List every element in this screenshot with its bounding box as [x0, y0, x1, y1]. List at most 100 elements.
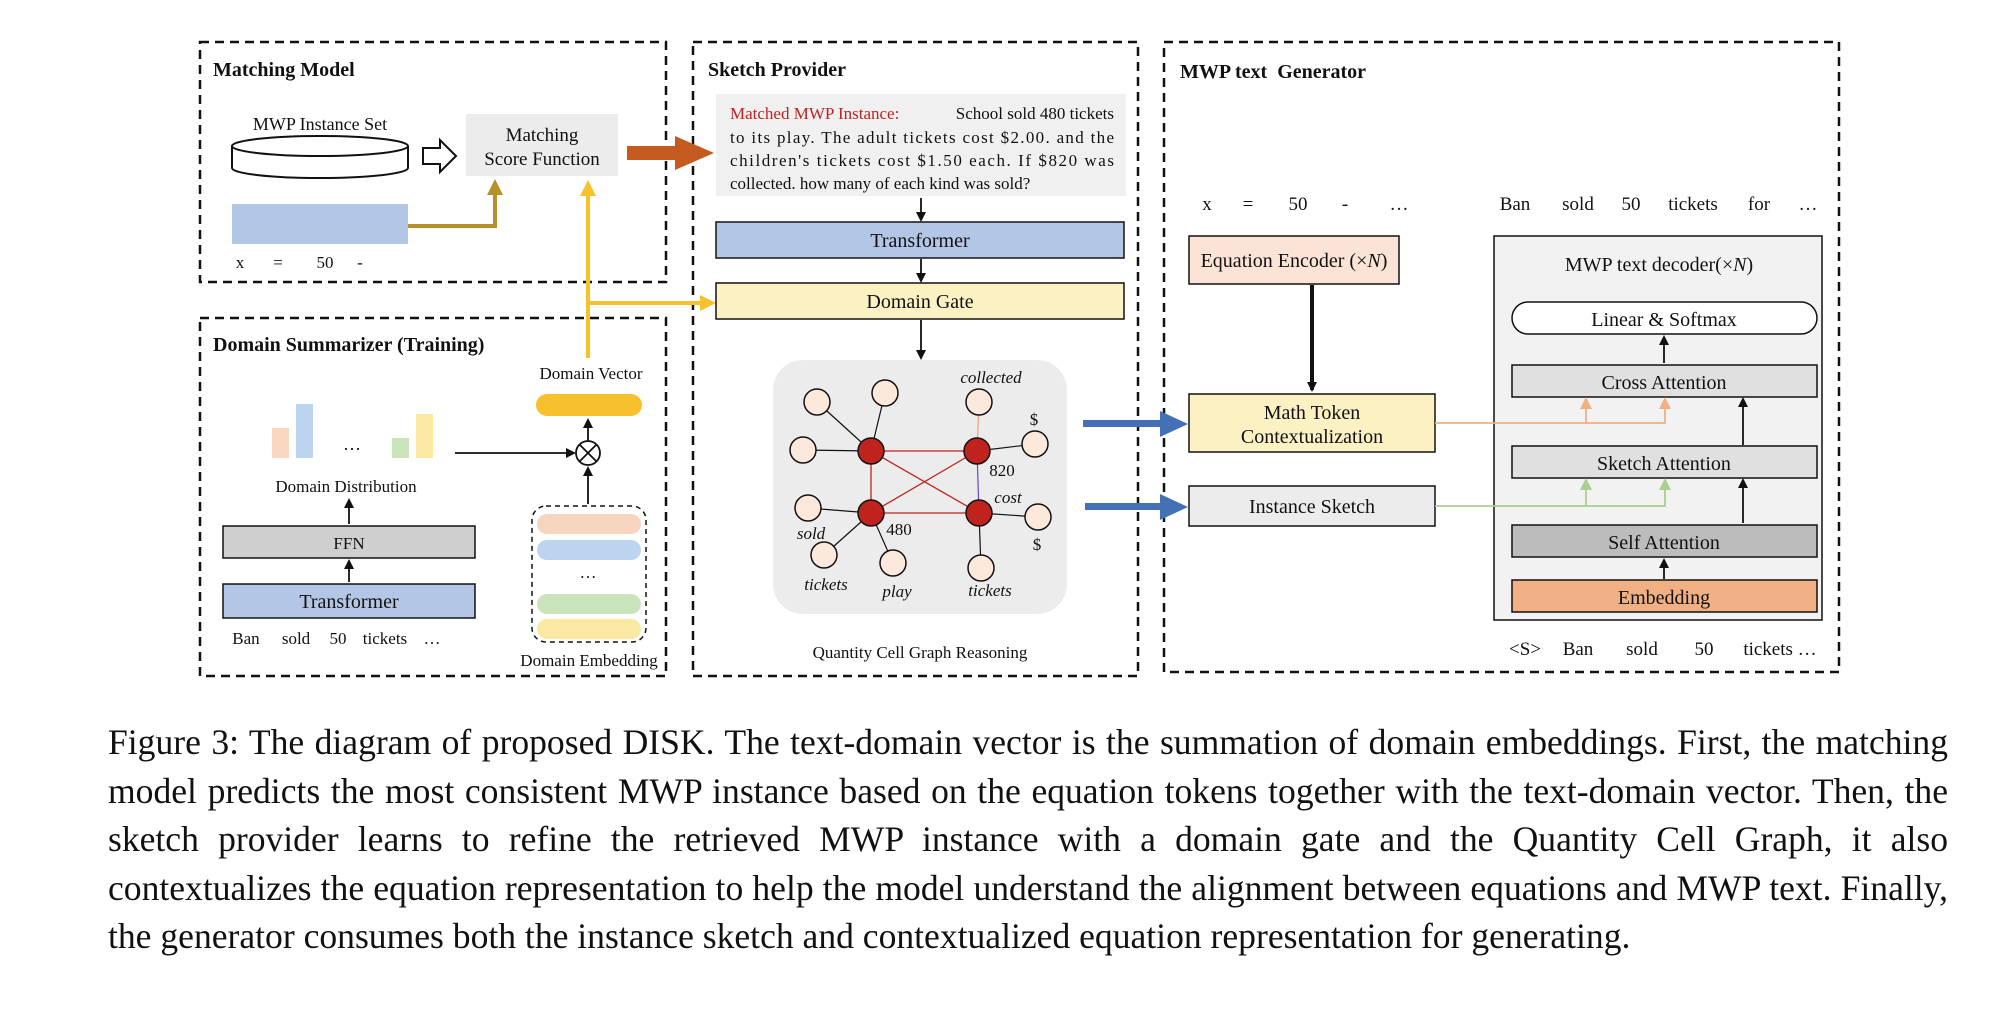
domain-gate-box — [715, 282, 1125, 320]
graph-label-dollar: $ — [1030, 410, 1039, 429]
gen-eq-token: x — [1202, 194, 1212, 215]
contextualization-arrow — [1083, 411, 1188, 437]
quantity-cell-graph — [789, 379, 1052, 582]
score-function-box — [466, 114, 618, 176]
decoder-input-token: 50 — [1695, 639, 1714, 660]
decoder-panel — [1493, 235, 1823, 621]
graph-label-sold: sold — [797, 524, 826, 543]
cross-attention-label: Cross Attention — [1601, 372, 1726, 394]
instance-set-cylinder — [231, 135, 409, 179]
decoder-input-token: <S> — [1509, 639, 1541, 660]
graph-label-480: 480 — [886, 520, 912, 539]
figure-caption: Figure 3: The diagram of proposed DISK. … — [108, 722, 1948, 956]
instance-sketch-box — [1188, 485, 1436, 527]
score-function-line2: Score Function — [484, 149, 600, 170]
decoder-embedding-label: Embedding — [1618, 587, 1710, 609]
graph-label-cost: cost — [994, 488, 1023, 507]
gen-out-token: for — [1748, 194, 1771, 215]
ffn-box — [222, 525, 476, 559]
score-function-line1: Matching — [506, 125, 579, 146]
gen-out-token: tickets — [1668, 194, 1718, 215]
quantity-cell-graph-panel — [773, 360, 1067, 614]
equation-vector-bar — [232, 204, 408, 244]
graph-label-collected: collected — [960, 368, 1022, 387]
math-token-line1: Math Token — [1264, 402, 1361, 424]
matched-instance-line1: School sold 480 tickets — [956, 104, 1114, 123]
linear-softmax-label: Linear & Softmax — [1591, 309, 1737, 331]
summarizer-input-token: Ban — [232, 629, 260, 648]
sketch-attention-label: Sketch Attention — [1597, 453, 1731, 475]
math-token-line2: Contextualization — [1241, 426, 1383, 448]
self-attention-box — [1511, 524, 1818, 558]
gen-eq-token: - — [1342, 194, 1348, 215]
decoder-title: MWP text decoder(×N) — [1565, 254, 1753, 276]
domain-summarizer-panel — [198, 316, 668, 678]
sketch-transformer-label: Transformer — [870, 230, 970, 252]
disk-diagram: Matching Model MWP Instance Set Matching… — [198, 40, 1841, 678]
gen-out-token: … — [1799, 194, 1818, 215]
decoder-input-token: sold — [1626, 639, 1658, 660]
decoder-embedding-box — [1511, 579, 1818, 613]
sketch-attention-box — [1511, 445, 1818, 479]
distribution-ellipsis: … — [343, 434, 361, 454]
cross-attention-box — [1511, 364, 1818, 398]
gen-eq-token: … — [1390, 194, 1409, 215]
summarizer-transformer-label: Transformer — [299, 591, 399, 613]
decoder-input-token: Ban — [1563, 639, 1594, 660]
self-attention-label: Self Attention — [1608, 532, 1720, 554]
ffn-label: FFN — [333, 534, 364, 553]
embedding-green — [537, 594, 641, 614]
equation-encoder-label: Equation Encoder (×N) — [1201, 250, 1388, 272]
graph-label-dollar: $ — [1033, 535, 1042, 554]
domain-vector-label: Domain Vector — [539, 364, 642, 383]
summarizer-transformer-box — [222, 583, 476, 619]
retrieval-arrow — [627, 136, 714, 170]
sketch-provider-title: Sketch Provider — [708, 59, 846, 81]
embedding-peach — [537, 514, 641, 534]
matched-instance-box — [716, 94, 1126, 196]
eq-token: x — [236, 253, 245, 272]
equation-to-score-arrow — [408, 179, 503, 228]
graph-label-tickets: tickets — [804, 575, 848, 594]
summarizer-input-token: … — [424, 629, 441, 648]
domain-distribution-bars — [272, 404, 433, 458]
gen-eq-token: 50 — [1289, 194, 1308, 215]
graph-label-play: play — [881, 582, 912, 601]
graph-caption: Quantity Cell Graph Reasoning — [813, 643, 1028, 662]
eq-token: 50 — [317, 253, 334, 272]
eq-token: = — [273, 253, 283, 272]
graph-label-tickets: tickets — [968, 581, 1012, 600]
sketch-transformer-box — [715, 221, 1125, 259]
decoder-input-token: tickets … — [1743, 639, 1816, 660]
embedding-blue — [537, 540, 641, 560]
domain-embedding-label: Domain Embedding — [520, 651, 658, 670]
matching-model-title: Matching Model — [213, 59, 355, 81]
domain-summarizer-title: Domain Summarizer (Training) — [213, 334, 484, 356]
matched-instance-line2: to its play. The adult tickets cost $2.0… — [730, 128, 1114, 147]
eq-token: - — [357, 253, 363, 272]
summarizer-input-token: 50 — [330, 629, 347, 648]
hollow-arrow — [422, 137, 458, 175]
math-to-cross-feed — [1435, 397, 1671, 424]
gen-out-token: sold — [1562, 194, 1594, 215]
linear-softmax-box — [1511, 301, 1818, 335]
summarizer-input-token: tickets — [363, 629, 407, 648]
matching-model-panel — [198, 40, 668, 284]
domain-gate-label: Domain Gate — [866, 291, 973, 313]
summarizer-input-token: sold — [282, 629, 311, 648]
instance-set-label: MWP Instance Set — [253, 114, 387, 134]
embedding-ellipsis: … — [580, 563, 597, 582]
generator-title: MWP text Generator — [1180, 61, 1366, 83]
equation-encoder-box — [1188, 235, 1400, 285]
domain-distribution-label: Domain Distribution — [275, 477, 417, 496]
product-operator-icon — [575, 440, 601, 466]
gen-out-token: 50 — [1622, 194, 1641, 215]
matched-instance-line3: children's tickets cost $1.50 each. If $… — [730, 151, 1114, 170]
gen-eq-token: = — [1243, 194, 1254, 215]
matched-instance-label: Matched MWP Instance: — [730, 104, 899, 123]
sketch-to-sketchattn-feed — [1435, 478, 1671, 507]
matched-instance-line4: collected. how many of each kind was sol… — [730, 174, 1030, 193]
domain-vector-bar — [536, 394, 642, 416]
instance-sketch-label: Instance Sketch — [1249, 496, 1375, 518]
sketch-arrow — [1085, 494, 1188, 520]
